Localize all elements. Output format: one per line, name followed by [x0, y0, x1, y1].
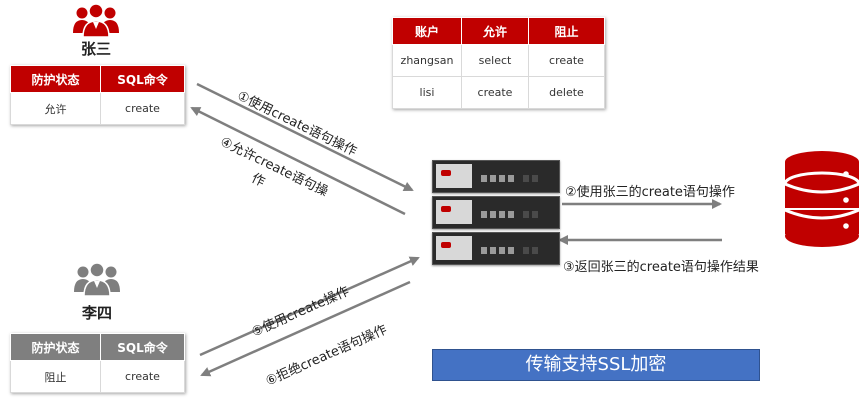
step2-label: ②使用张三的create语句操作	[565, 185, 735, 200]
user1-cell-sql: create	[100, 92, 185, 125]
table-row: zhangsan select create	[392, 44, 605, 77]
user2-header-status: 防护状态	[10, 333, 101, 361]
user-group-icon	[74, 262, 120, 296]
user2-cell-status: 阻止	[10, 360, 101, 393]
arrow-step1	[196, 82, 414, 192]
user1-status-table: 防护状态 SQL命令 允许 create	[10, 65, 185, 125]
device-unit-2	[432, 196, 560, 229]
policy-cell: delete	[528, 76, 605, 109]
policy-header-account: 账户	[392, 17, 462, 45]
user2-status-table: 防护状态 SQL命令 阻止 create	[10, 333, 185, 393]
arrow-step5	[199, 256, 420, 357]
ssl-banner: 传输支持SSL加密	[432, 349, 760, 381]
policy-cell: zhangsan	[392, 44, 462, 77]
arrow-step6	[200, 280, 411, 377]
policy-cell: create	[528, 44, 605, 77]
policy-table: 账户 允许 阻止 zhangsan select create lisi cre…	[392, 17, 605, 109]
user1-name: 张三	[80, 40, 111, 58]
step3-label: ③返回张三的create语句操作结果	[563, 260, 759, 275]
table-row: lisi create delete	[392, 76, 605, 109]
policy-cell: lisi	[392, 76, 462, 109]
device-unit-3	[432, 232, 560, 265]
database-icon	[783, 151, 861, 247]
policy-cell: create	[461, 76, 529, 109]
arrow-step4	[190, 106, 406, 216]
user1-cell-status: 允许	[10, 92, 101, 125]
policy-header-block: 阻止	[528, 17, 605, 45]
user2-header-sql: SQL命令	[100, 333, 185, 361]
user-group-icon	[73, 3, 119, 37]
user2-name: 李四	[81, 304, 112, 322]
policy-header-allow: 允许	[461, 17, 529, 45]
policy-cell: select	[461, 44, 529, 77]
user1-header-sql: SQL命令	[100, 65, 185, 93]
user1-header-status: 防护状态	[10, 65, 101, 93]
user2-cell-sql: create	[100, 360, 185, 393]
device-unit-1	[432, 160, 560, 193]
